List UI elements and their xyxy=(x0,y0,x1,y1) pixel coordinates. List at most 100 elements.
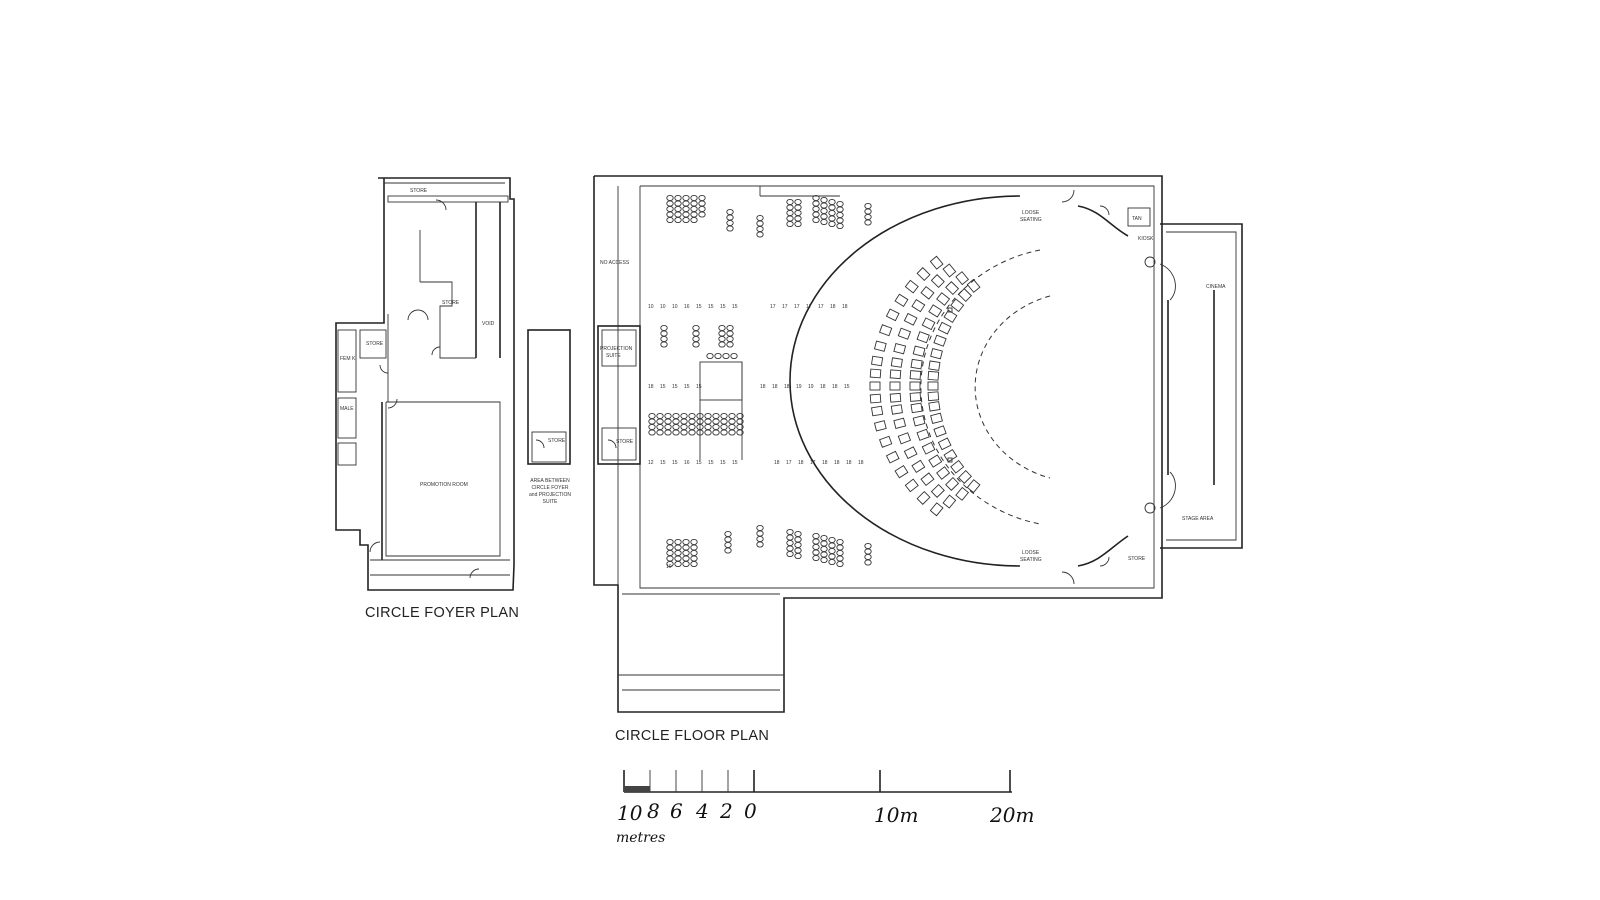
row-number: 15 xyxy=(696,304,702,310)
seat xyxy=(836,217,844,224)
row-number: 15 xyxy=(708,304,714,310)
tier-seat xyxy=(885,450,900,464)
row-number: 10 xyxy=(660,304,666,310)
floor-label-kiosk: KIOSK xyxy=(1138,236,1154,242)
row-number: 15 xyxy=(660,384,666,390)
seat xyxy=(724,536,732,543)
seat xyxy=(698,211,706,218)
row-number: 16 xyxy=(684,304,690,310)
seat xyxy=(696,429,704,436)
seat xyxy=(712,418,720,425)
seat xyxy=(786,198,794,206)
seat xyxy=(836,211,844,219)
seat xyxy=(726,214,734,221)
seat xyxy=(864,559,872,566)
seat xyxy=(666,538,674,546)
tier-seat xyxy=(916,267,931,282)
seat xyxy=(704,412,712,420)
seat xyxy=(756,530,764,537)
between-caption-line-4: SUITE xyxy=(543,499,558,505)
seat xyxy=(724,530,732,538)
seat xyxy=(812,200,820,207)
seat xyxy=(690,555,698,562)
circle-floor-plan: CINEMA STAGE AREA PROJECTION SUITE STORE… xyxy=(593,175,1243,744)
tier-seat xyxy=(966,278,981,293)
seat xyxy=(836,544,844,551)
row-numbers-mid-right: 18 18 18 19 19 18 18 15 xyxy=(760,384,850,390)
seat xyxy=(828,220,836,228)
tier-seat xyxy=(930,348,943,360)
scale-bar: 10 8 6 4 2 0 10m 20m metres xyxy=(616,770,1034,846)
row-numbers-mid-left: 18 15 15 15 15 xyxy=(648,384,702,390)
seat xyxy=(794,530,802,538)
seat xyxy=(698,194,706,202)
seat xyxy=(812,216,820,224)
seat xyxy=(656,418,664,425)
tier-seat xyxy=(927,370,940,381)
row-number: 15 xyxy=(720,304,726,310)
foyer-plan-title: CIRCLE FOYER PLAN xyxy=(365,605,519,621)
seat xyxy=(724,541,732,549)
row-number: 18 xyxy=(832,384,838,390)
tier-seat xyxy=(903,312,918,326)
floor-label-loose-bottom-1: LOOSE xyxy=(1022,550,1040,556)
row-number: 15 xyxy=(696,384,702,390)
seat xyxy=(794,541,802,549)
seat xyxy=(666,544,674,551)
tier-seat xyxy=(930,274,945,289)
tier-seat xyxy=(894,293,909,307)
tier-seat xyxy=(889,392,902,403)
seat xyxy=(828,215,836,222)
seat xyxy=(756,220,764,227)
tier-seat xyxy=(916,428,930,441)
between-label-store: STORE xyxy=(548,438,566,444)
seat xyxy=(756,535,764,543)
row-numbers-bottom-right: 18 17 18 17 18 18 18 18 xyxy=(774,460,864,466)
row-number: 19 xyxy=(796,384,802,390)
row-number: 19 xyxy=(808,384,814,390)
seat xyxy=(794,215,802,222)
seat xyxy=(680,423,688,431)
seat xyxy=(690,549,698,557)
tier-seat xyxy=(933,334,947,347)
seat xyxy=(682,194,690,202)
tier-seat xyxy=(903,446,918,460)
seat xyxy=(720,412,728,420)
seat xyxy=(666,549,674,557)
seat xyxy=(836,200,844,208)
seat xyxy=(820,551,828,558)
row-number: 18 xyxy=(858,460,864,466)
tier-seat xyxy=(890,404,903,415)
seat xyxy=(828,558,836,566)
seat xyxy=(704,423,712,431)
tier-seat xyxy=(936,292,951,306)
tier-seat xyxy=(912,345,926,357)
row-number: 15 xyxy=(844,384,850,390)
tier-seat xyxy=(910,402,923,414)
seat xyxy=(690,216,698,224)
tier-seat xyxy=(916,490,931,505)
seat xyxy=(666,555,674,562)
foyer-label-male: MALE xyxy=(340,406,354,412)
tier-seat xyxy=(929,255,944,270)
tier-seat xyxy=(933,425,947,438)
row-number: 15 xyxy=(672,384,678,390)
seating-layout xyxy=(648,194,981,568)
seat xyxy=(786,545,794,552)
foyer-label-store-left: STORE xyxy=(366,341,384,347)
row-number: 15 xyxy=(708,460,714,466)
tier-seat xyxy=(928,360,941,371)
seat xyxy=(664,418,672,425)
floor-label-projection-2: SUITE xyxy=(606,353,621,359)
seat xyxy=(786,204,794,211)
tier-seat xyxy=(904,478,919,493)
seat xyxy=(682,200,690,207)
seat xyxy=(656,423,664,431)
seat xyxy=(828,547,836,555)
seat xyxy=(666,216,674,224)
seat xyxy=(722,352,730,360)
seat xyxy=(688,429,696,436)
tier-seat xyxy=(943,448,958,463)
tier-seat xyxy=(916,331,930,344)
